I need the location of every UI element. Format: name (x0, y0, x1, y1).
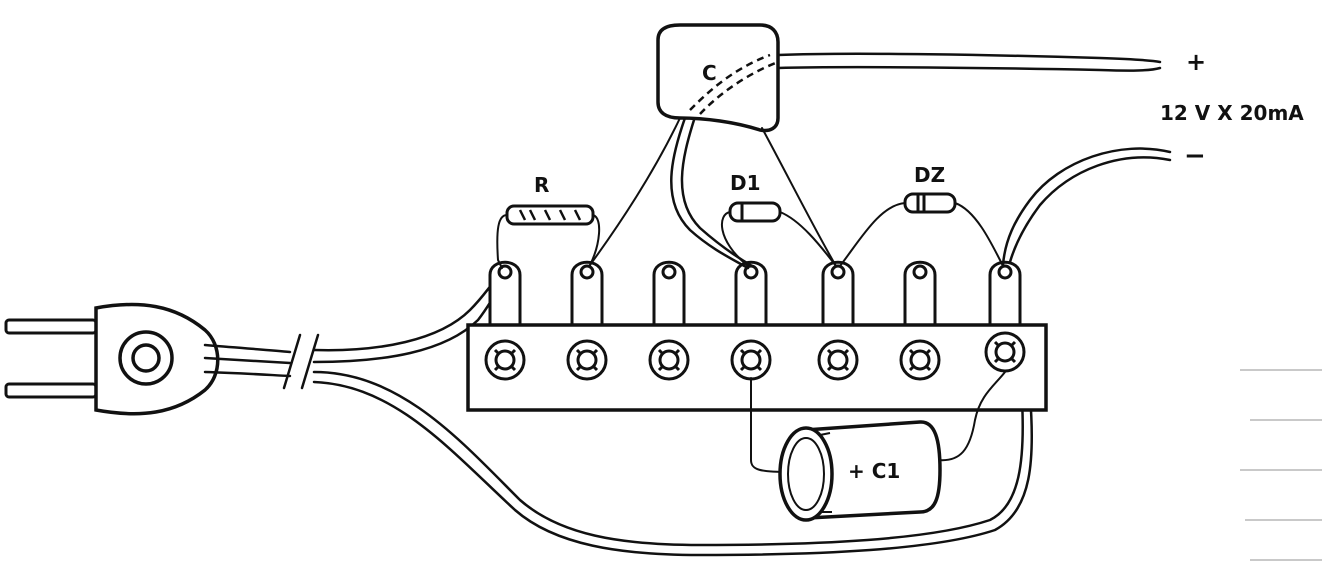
terminal-lug (570, 260, 604, 332)
terminal-strip-icon (466, 260, 1048, 412)
output-spec-label: 12 V X 20mA (1160, 101, 1304, 125)
electrolytic-capacitor-icon (778, 420, 942, 522)
screw-hole (566, 339, 608, 381)
output-minus-label: − (1184, 141, 1206, 171)
background-texture (1240, 369, 1322, 561)
diode-d1-label: D1 (730, 171, 761, 195)
terminal-lug (734, 260, 768, 332)
capacitor-c-label: C (702, 61, 717, 85)
electrolytic-c1-label: + C1 (848, 459, 900, 483)
terminal-lug (988, 260, 1022, 332)
terminal-lug (821, 260, 855, 332)
diode-icon (728, 201, 782, 223)
resistor-icon (505, 204, 595, 226)
screw-hole (984, 331, 1026, 373)
screw-hole (899, 339, 941, 381)
zener-dz-label: DZ (914, 163, 945, 187)
mains-plug-icon (4, 302, 220, 416)
terminal-lug (488, 260, 522, 332)
component-leads (496, 52, 1172, 473)
output-plus-label: + (1186, 48, 1206, 76)
terminal-lug (903, 260, 937, 332)
capacitor-icon (656, 23, 780, 133)
terminal-lug (652, 260, 686, 332)
screw-hole (648, 339, 690, 381)
screw-hole (817, 339, 859, 381)
resistor-r-label: R (534, 173, 549, 197)
zener-diode-icon (903, 192, 957, 214)
screw-hole (484, 339, 526, 381)
